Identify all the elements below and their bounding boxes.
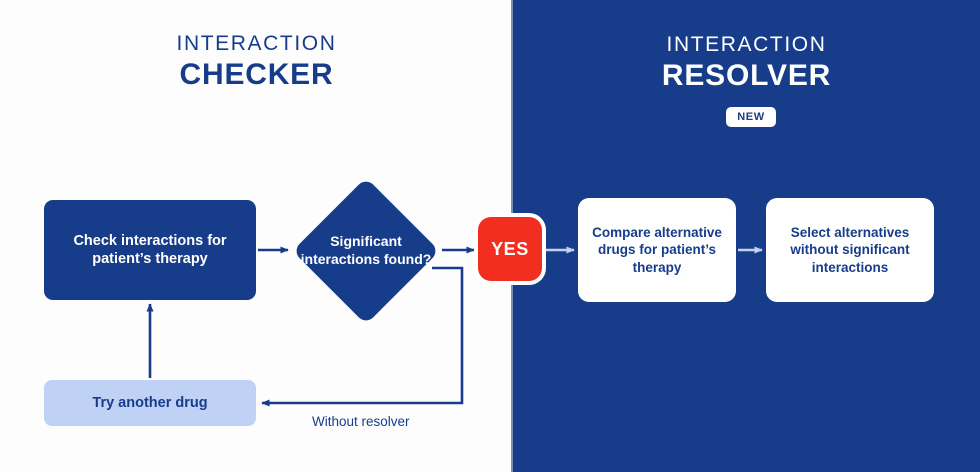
heading-interaction-resolver: INTERACTION RESOLVER — [513, 33, 980, 92]
node-decision-significant-interactions[interactable]: Significant interactions found? — [292, 177, 440, 325]
node-try-another-drug[interactable]: Try another drug — [44, 380, 256, 426]
heading-title-left: CHECKER — [179, 57, 334, 91]
heading-interaction-checker: INTERACTION CHECKER — [0, 32, 513, 91]
edge-label-without-resolver: Without resolver — [312, 414, 410, 429]
node-yes-badge[interactable]: YES — [478, 217, 542, 281]
node-check-interactions[interactable]: Check interactions for patient’s therapy — [44, 200, 256, 300]
heading-title-right: RESOLVER — [661, 58, 832, 92]
heading-kicker-left: INTERACTION — [176, 32, 337, 55]
node-compare-alternative-drugs[interactable]: Compare alternative drugs for patient’s … — [578, 198, 736, 302]
new-badge: NEW — [726, 107, 776, 127]
node-select-alternatives[interactable]: Select alternatives without significant … — [766, 198, 934, 302]
decision-label: Significant interactions found? — [300, 233, 432, 267]
heading-kicker-right: INTERACTION — [666, 33, 827, 56]
